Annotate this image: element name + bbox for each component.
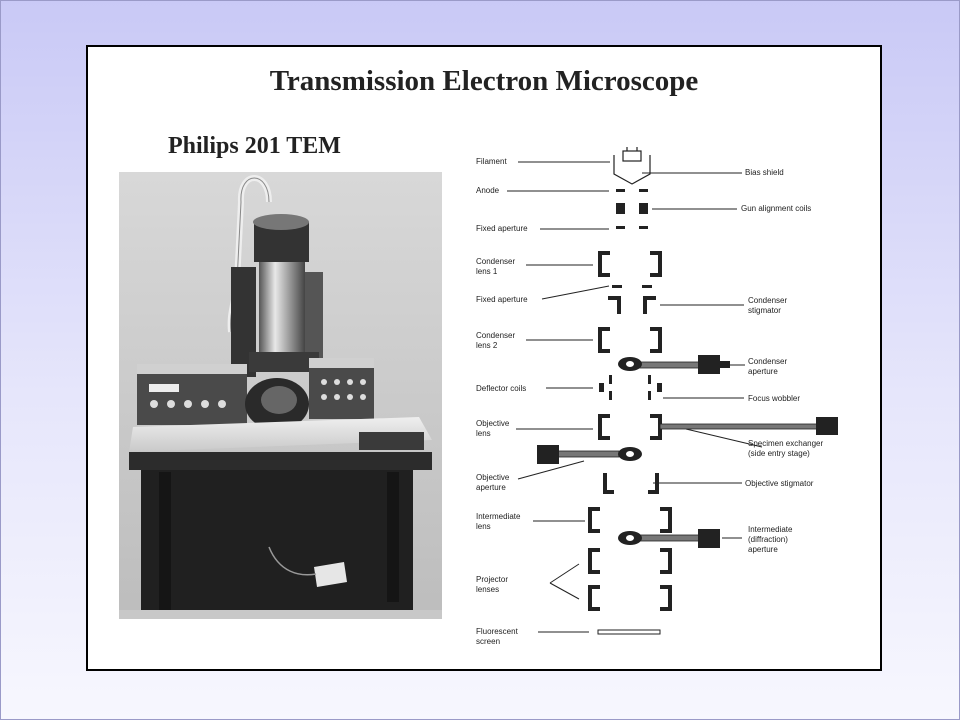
figure-title: Transmission Electron Microscope — [269, 65, 699, 97]
label-gun-alignment-coils: Gun alignment coils — [741, 204, 811, 213]
label-condenser-lens-2-line1: Condenser — [476, 331, 515, 340]
label-anode: Anode — [476, 186, 500, 195]
label-intermediate-aperture-line2: (diffraction) — [748, 535, 788, 544]
label-condenser-lens-1-line1: Condenser — [476, 257, 515, 266]
label-fluorescent-screen-line2: screen — [476, 637, 500, 646]
microscope-photo — [119, 172, 442, 619]
label-condenser-stigmator-line1: Condenser — [748, 296, 787, 305]
label-projector-lenses-line1: Projector — [476, 575, 508, 584]
label-intermediate-lens-line1: Intermediate — [476, 512, 521, 521]
label-fluorescent-screen-line1: Fluorescent — [476, 627, 519, 636]
label-condenser-aperture-line1: Condenser — [748, 357, 787, 366]
tem-schematic: Filament Anode Fixed aperture Condenser … — [476, 147, 838, 646]
label-intermediate-lens-line2: lens — [476, 522, 491, 531]
photo-caption: Philips 201 TEM — [168, 133, 341, 159]
label-filament: Filament — [476, 157, 507, 166]
label-fixed-aperture-2: Fixed aperture — [476, 295, 528, 304]
label-bias-shield: Bias shield — [745, 168, 784, 177]
label-projector-lenses-line2: lenses — [476, 585, 499, 594]
label-objective-lens-line2: lens — [476, 429, 491, 438]
label-intermediate-aperture-line1: Intermediate — [748, 525, 793, 534]
label-condenser-stigmator-line2: stigmator — [748, 306, 781, 315]
label-condenser-lens-2-line2: lens 2 — [476, 341, 498, 350]
label-condenser-aperture-line2: aperture — [748, 367, 778, 376]
figure-panel: Transmission Electron Microscope Philips… — [86, 45, 882, 671]
label-objective-stigmator: Objective stigmator — [745, 479, 814, 488]
label-intermediate-aperture-line3: aperture — [748, 545, 778, 554]
label-fixed-aperture-1: Fixed aperture — [476, 224, 528, 233]
label-condenser-lens-1-line2: lens 1 — [476, 267, 498, 276]
label-objective-lens-line1: Objective — [476, 419, 510, 428]
label-specimen-exchanger-line1: Specimen exchanger — [748, 439, 823, 448]
label-objective-aperture-line1: Objective — [476, 473, 510, 482]
label-specimen-exchanger-line2: (side entry stage) — [748, 449, 810, 458]
label-deflector-coils: Deflector coils — [476, 384, 526, 393]
label-focus-wobbler: Focus wobbler — [748, 394, 800, 403]
label-objective-aperture-line2: aperture — [476, 483, 506, 492]
